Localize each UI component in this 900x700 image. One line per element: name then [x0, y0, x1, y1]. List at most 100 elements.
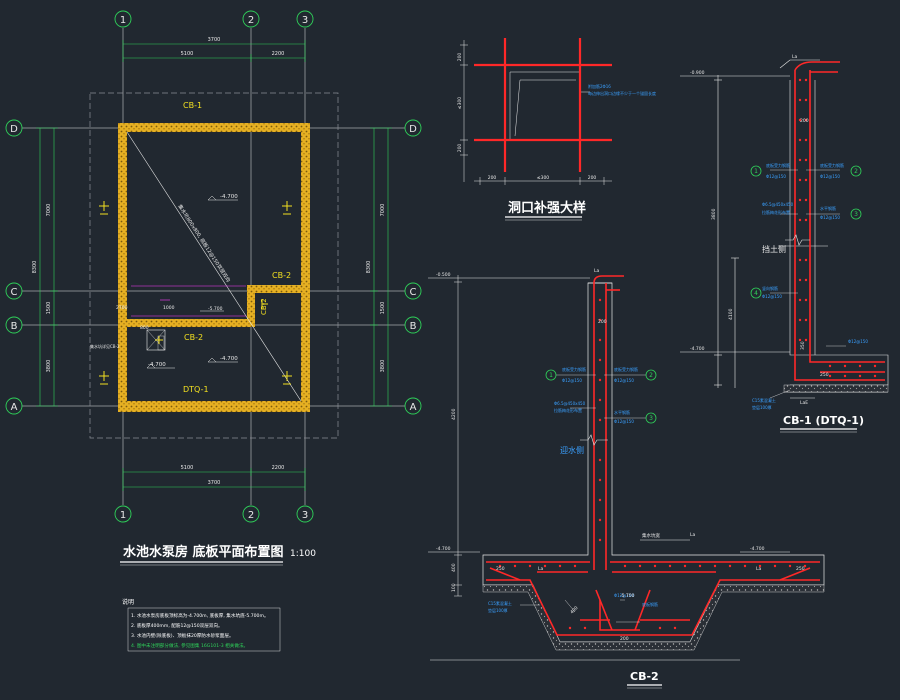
axis-label: C [11, 287, 18, 298]
elev-text: -4.700 [690, 346, 705, 352]
axis-label: 1 [120, 510, 126, 521]
axis-bubble-D-right [404, 119, 422, 137]
dim-text: 250 [820, 372, 829, 378]
dim-text: 4200 [451, 408, 457, 420]
label-cb2: CB-2 [260, 298, 268, 315]
cb1-section: 1 2 3 4 底板受力钢筋 Φ12@150 底板受力钢筋 Φ12@150 Φ6… [680, 54, 889, 433]
soil-side-label: 挡土侧 [762, 244, 786, 254]
axis-bubble-C-right [404, 282, 422, 300]
dim-text: 200 [488, 175, 497, 181]
dim-text: 7000 [46, 204, 52, 217]
plan-view: 1 2 3 1 2 3 D C B A D C B A 3700 5100 22… [5, 10, 422, 566]
rebar-label: 底板受力钢筋 [820, 162, 844, 168]
callout-number: 1 [549, 372, 553, 379]
callout-number: 4 [754, 290, 758, 297]
dim-text: 3800 [711, 208, 717, 220]
rebar-label: 底板受力钢筋 [562, 366, 586, 372]
axis-bubble-B-left [5, 316, 23, 334]
label-dtq1: DTQ-1 [183, 385, 209, 394]
axis-bubble-A-left [5, 397, 23, 415]
plan-title: 水池水泵房 底板平面布置图 [123, 544, 284, 560]
axis-bubble-2-top [242, 10, 260, 28]
rebar-opening-note: 拉筋梅花形布置 [762, 209, 790, 215]
dim-text: 100 [451, 583, 457, 592]
axis-label: C [410, 287, 417, 298]
callout-number: 2 [649, 372, 653, 379]
axis-bubble-2-bottom [242, 505, 260, 523]
rebar-spec: Φ12@150 [614, 378, 634, 383]
concrete-label: C15素混凝土 [752, 397, 776, 403]
dim-text: 8300 [32, 261, 38, 274]
notes-item: 3. 水池内壁(除底板)、顶板抹20厚防水砂浆面层。 [131, 632, 234, 639]
axis-label: A [410, 402, 417, 413]
dim-text: 1000 [163, 305, 175, 311]
opening-note: 每边伸出洞口边缘不少于一个锚固长度 [588, 90, 656, 96]
rebar-spec: Φ12@150 [820, 174, 840, 179]
opening-note: 附加筋2Φ16 [588, 83, 611, 89]
dim-text: 1500 [380, 302, 386, 315]
dim-text: 4100 [728, 308, 734, 320]
dim-text: 5100 [181, 465, 194, 471]
rebar-opening: Φ6.5@450x450 [762, 202, 794, 207]
la-text: La [538, 566, 544, 572]
axis-label: 1 [120, 15, 126, 26]
callout-number: 1 [754, 168, 758, 175]
dim-text: 1500 [46, 302, 52, 315]
axis-label: 3 [302, 510, 308, 521]
notes-item: 2. 底板厚400mm, 配筋12@150双层双向。 [131, 622, 223, 629]
axis-bubble-D-left [5, 119, 23, 137]
la-text: La [594, 268, 600, 274]
rebar-opening-note: 拉筋梅花形布置 [554, 407, 582, 413]
dim-text: 3800 [46, 360, 52, 373]
axis-label: 2 [248, 15, 254, 26]
rebar-spec: Φ12@150 [820, 215, 840, 220]
plan-walls [118, 123, 310, 412]
axis-bubble-1-bottom [114, 505, 132, 523]
dim-text: 800 [140, 325, 149, 331]
dim-text: 5100 [181, 51, 194, 57]
elev-text: -0.900 [690, 70, 705, 76]
elev-text: -4.700 [220, 356, 238, 362]
dim-text: 3800 [380, 360, 386, 373]
rebar-spec: Φ12@150 [762, 294, 782, 299]
rebar-label: 水平钢筋 [614, 409, 630, 415]
dim-text: 8300 [366, 261, 372, 274]
label-cb2: CB-2 [184, 333, 203, 342]
dim-text: 2200 [272, 51, 285, 57]
dim-text: 7000 [380, 204, 386, 217]
elev-text: -4.700 [750, 546, 765, 552]
concrete-label: 垫层100厚 [488, 607, 508, 613]
dim-text: 200 [457, 144, 463, 153]
notes-title: 说明 [122, 598, 134, 606]
cb2-section: 1 2 3 底板受力钢筋 Φ12@150 底板受力钢筋 Φ12@150 Φ6.5… [428, 268, 825, 689]
rebar-label: 底板钢筋 [642, 601, 658, 607]
dim-text: 200 [457, 53, 463, 62]
elev-text: -5.700 [208, 306, 223, 312]
axis-bubble-1-top [114, 10, 132, 28]
la-text: La [792, 54, 798, 60]
rebar-label: 底板受力钢筋 [614, 366, 638, 372]
rebar-spec: Φ12@150 [766, 174, 786, 179]
rebar-spec: Φ12@150 [614, 593, 634, 598]
axis-label: 3 [302, 15, 308, 26]
dim-text: 350 [800, 341, 806, 350]
la-text: La [756, 566, 762, 572]
axis-label: A [11, 402, 18, 413]
axis-bubble-B-right [404, 316, 422, 334]
cb2-title: CB-2 [630, 670, 659, 683]
notes-item: 4. 图中未注明部分做法, 参见图集 16G101-3 相关做法。 [131, 642, 248, 649]
axis-bubble-3-bottom [296, 505, 314, 523]
plan-scale: 1:100 [290, 549, 316, 559]
dim-text: 2700 [116, 305, 128, 311]
la-text: La [690, 532, 696, 538]
axis-label: 2 [248, 510, 254, 521]
notes-item: 1. 水池水泵房底板顶标高为-4.700m, 底板厚, 集水坑底-5.700m。 [131, 612, 269, 619]
rebar-spec: Φ12@150 [614, 419, 634, 424]
rebar-spec: Φ12@150 [848, 339, 868, 344]
label-cb2: CB-2 [272, 271, 291, 280]
axis-bubble-C-left [5, 282, 23, 300]
concrete-label: 垫层100厚 [752, 404, 772, 410]
dim-text: 3700 [208, 37, 221, 43]
diagonal-note: 集水坑800x800, 底板12@150双层双向 [176, 203, 232, 283]
